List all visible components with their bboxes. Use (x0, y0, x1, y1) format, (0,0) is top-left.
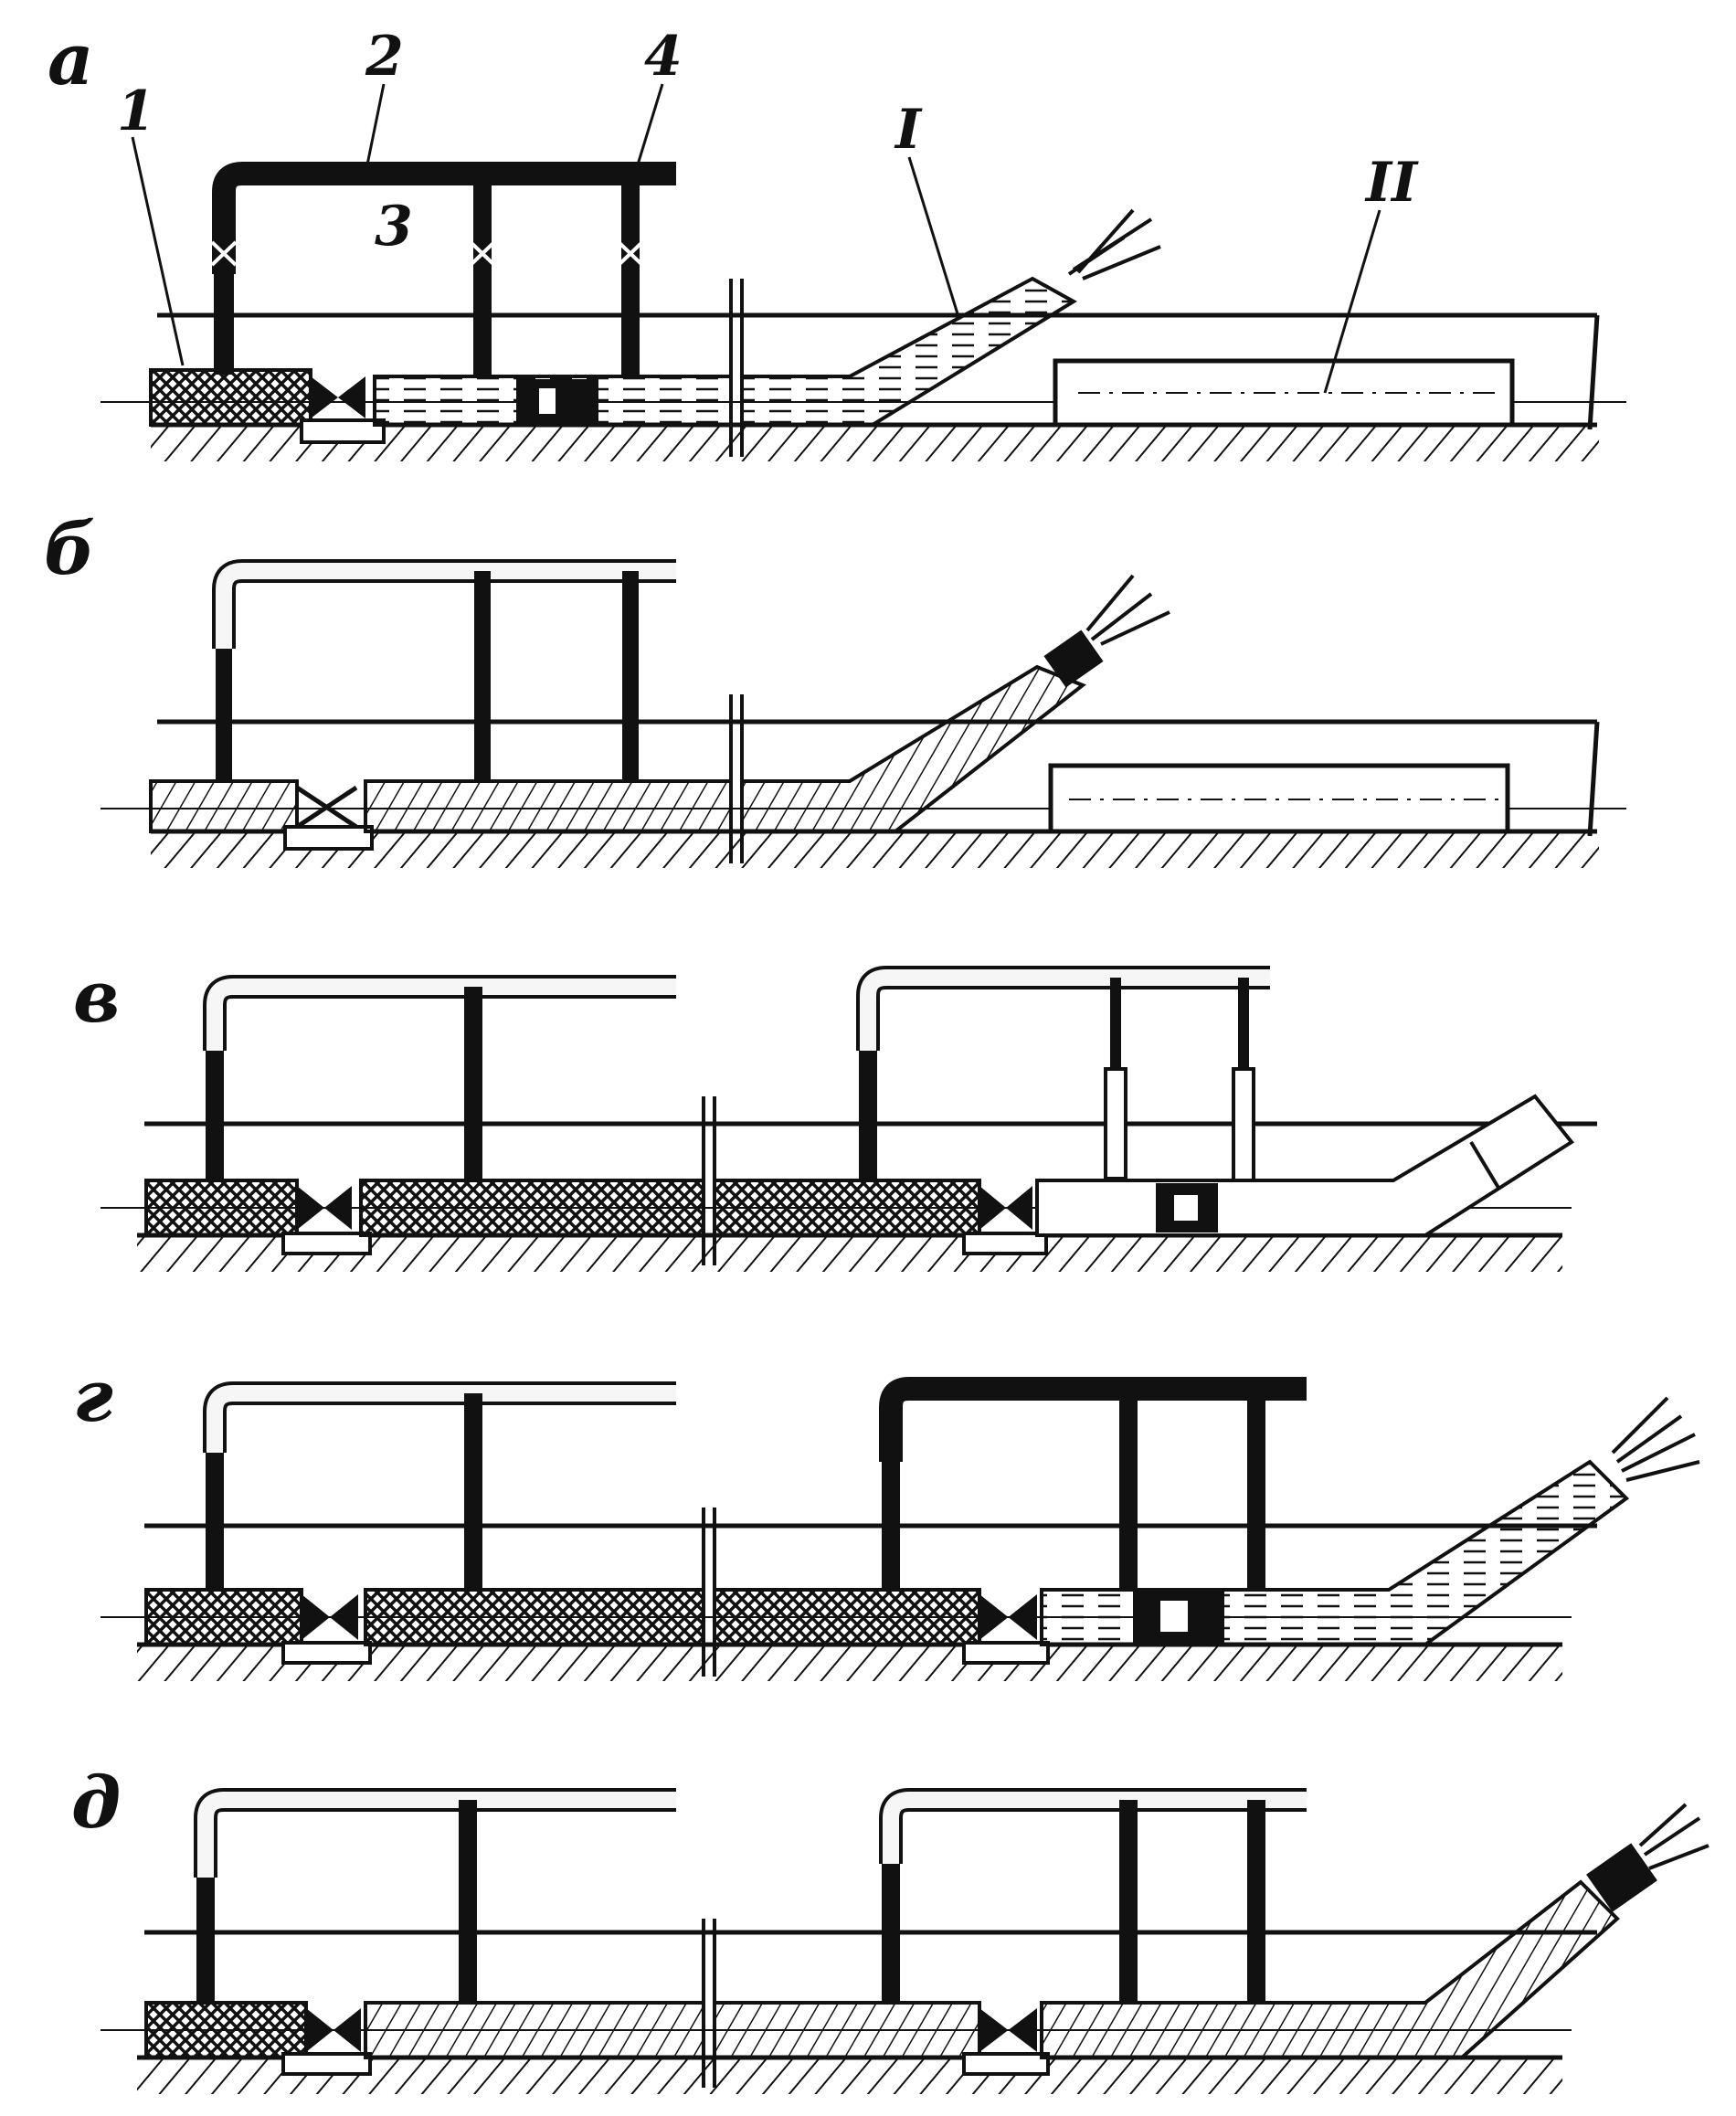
cap-b (1043, 630, 1104, 688)
part-label-2: 2 (365, 25, 404, 89)
panel-e: д (71, 1762, 1710, 2094)
piston-a (516, 379, 598, 423)
ground-e (137, 2058, 1562, 2094)
ground-d (137, 1645, 1562, 1681)
part-label-1: 1 (117, 79, 155, 143)
panel-label-a: а (48, 18, 94, 101)
part-label-4: 4 (644, 25, 683, 89)
panel-label-e: д (71, 1762, 121, 1845)
part-label-II: II (1364, 151, 1419, 215)
panel-a: а 1 (48, 18, 1626, 461)
valve-3-a (311, 376, 365, 418)
trench-top-a (157, 312, 1600, 430)
panel-d: г (73, 1355, 1700, 1681)
part-label-3: 3 (375, 195, 413, 259)
panel-b: б (44, 508, 1626, 868)
part-label-I: I (894, 98, 923, 162)
filled-section-b (149, 779, 299, 833)
filled-section-a (149, 368, 312, 427)
ground-c (137, 1235, 1562, 1272)
ground-a (151, 425, 1599, 461)
pipe-filled-b (364, 779, 733, 833)
panel-label-b: б (44, 508, 95, 591)
manifold-b (212, 559, 676, 649)
pipe-end-b (740, 664, 1086, 833)
pipe-end-a (740, 276, 1077, 427)
spray-a (1067, 208, 1161, 280)
panel-label-d: г (73, 1355, 113, 1438)
panel-label-c: в (73, 956, 120, 1039)
panel-c: в (73, 956, 1597, 1272)
ground-b (151, 831, 1599, 868)
manifold-2-a (212, 162, 676, 274)
